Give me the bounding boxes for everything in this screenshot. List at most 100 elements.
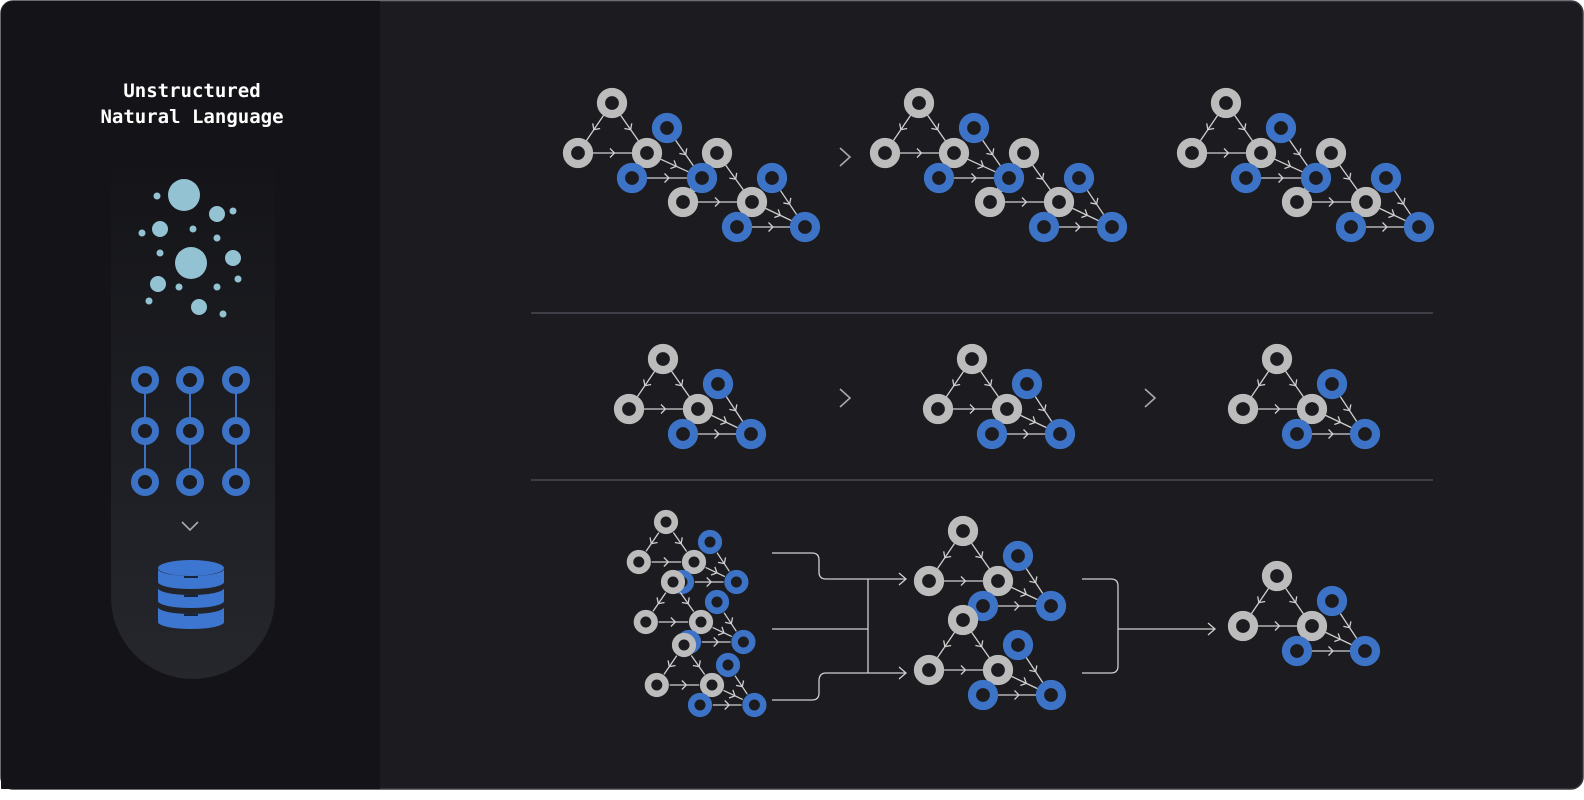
graph-edge bbox=[1025, 568, 1044, 594]
graph-edge bbox=[1339, 396, 1358, 422]
graph-edge bbox=[1032, 164, 1051, 191]
edge-arrowhead bbox=[931, 123, 940, 131]
db-layer bbox=[158, 607, 224, 629]
merged-graph-1 bbox=[913, 515, 1067, 622]
blue-node bbox=[1044, 418, 1076, 450]
graph-edge bbox=[1025, 657, 1044, 683]
edge-arrowhead bbox=[1328, 429, 1334, 439]
edge-arrowhead bbox=[1238, 123, 1247, 131]
title-line-1: Unstructured bbox=[123, 80, 261, 102]
gray-node bbox=[903, 87, 935, 119]
chain-node bbox=[131, 417, 159, 445]
edge-arrowhead bbox=[1334, 416, 1342, 426]
blue-node bbox=[1349, 635, 1381, 667]
row2-graph-3 bbox=[1227, 343, 1381, 450]
edge-arrowhead bbox=[729, 404, 738, 412]
graph-edge bbox=[671, 370, 690, 398]
gray-node bbox=[1227, 610, 1259, 642]
edge-arrowhead bbox=[706, 577, 713, 587]
edge-arrowhead bbox=[975, 640, 984, 648]
scattered-bubbles-icon bbox=[138, 179, 242, 318]
edge-arrowhead bbox=[1274, 621, 1281, 631]
gray-node bbox=[653, 509, 679, 535]
edge-arrowhead bbox=[1343, 621, 1352, 629]
chevron-right-icon bbox=[839, 388, 852, 408]
blue-node bbox=[687, 692, 713, 718]
edge-arrowhead bbox=[720, 416, 728, 426]
graph-edge bbox=[660, 158, 689, 173]
connector-arrowhead bbox=[1207, 622, 1216, 636]
edge-arrowhead bbox=[1014, 690, 1020, 700]
row1-graph-3 bbox=[1176, 87, 1435, 243]
edge-arrowhead bbox=[713, 637, 720, 647]
gray-node bbox=[682, 393, 714, 425]
row2-graph-1 bbox=[613, 343, 767, 450]
edge-arrowhead bbox=[592, 123, 601, 131]
graph-edge bbox=[1274, 158, 1303, 173]
merged-graph-2 bbox=[913, 604, 1067, 711]
edge-arrowhead bbox=[984, 379, 993, 387]
gray-node bbox=[974, 186, 1006, 218]
gray-node bbox=[736, 186, 768, 218]
blue-node bbox=[616, 162, 648, 194]
edge-arrowhead bbox=[943, 640, 952, 648]
bubble bbox=[219, 310, 227, 318]
gray-node bbox=[938, 137, 970, 169]
graph-edge bbox=[927, 114, 946, 142]
edge-arrowhead bbox=[1257, 596, 1266, 604]
edge-arrowhead bbox=[1289, 596, 1298, 604]
bubble bbox=[145, 297, 153, 305]
chevron-right-icon bbox=[1144, 388, 1157, 408]
blue-node bbox=[667, 418, 699, 450]
blue-node bbox=[1002, 629, 1034, 661]
input-graph-1 bbox=[626, 509, 749, 595]
edge-arrowhead bbox=[774, 209, 782, 219]
chevron-down-icon bbox=[181, 521, 199, 532]
edge-arrowhead bbox=[943, 551, 952, 559]
blue-node bbox=[702, 368, 734, 400]
blue-node bbox=[1096, 211, 1128, 243]
graph-edge bbox=[936, 543, 956, 569]
edge-arrowhead bbox=[717, 626, 725, 636]
sidebar-title: Unstructured Natural Language bbox=[40, 78, 344, 130]
blue-node bbox=[724, 569, 749, 595]
bubble bbox=[234, 275, 242, 283]
graph-edge bbox=[725, 164, 744, 191]
edge-arrowhead bbox=[1293, 148, 1302, 156]
edge-arrowhead bbox=[643, 379, 652, 387]
gray-node bbox=[922, 393, 954, 425]
blue-node bbox=[1335, 211, 1367, 243]
gray-node bbox=[1227, 393, 1259, 425]
edge-arrowhead bbox=[768, 222, 774, 232]
edge-arrowhead bbox=[1382, 222, 1388, 232]
gray-node bbox=[1296, 610, 1328, 642]
edge-arrowhead bbox=[1029, 576, 1038, 584]
gray-node bbox=[671, 632, 697, 658]
blue-node bbox=[923, 162, 955, 194]
graph-edge bbox=[705, 566, 726, 578]
row2-graph-2 bbox=[922, 343, 1076, 450]
gray-node bbox=[913, 565, 945, 597]
gray-node bbox=[869, 137, 901, 169]
blue-node bbox=[1349, 418, 1381, 450]
gray-node bbox=[913, 654, 945, 686]
gray-node bbox=[1176, 137, 1208, 169]
output-graph bbox=[1227, 560, 1381, 667]
graph-edge bbox=[734, 675, 748, 695]
graph-edge bbox=[1020, 414, 1047, 429]
graph-edge bbox=[1339, 613, 1358, 639]
bubble bbox=[213, 283, 221, 291]
blue-node bbox=[1230, 162, 1262, 194]
gray-node bbox=[947, 515, 979, 547]
edge-arrowhead bbox=[664, 173, 670, 183]
blue-node bbox=[789, 211, 821, 243]
blue-node bbox=[731, 629, 756, 655]
graph-edge bbox=[716, 552, 730, 572]
edge-arrowhead bbox=[624, 123, 633, 131]
connector-line bbox=[1082, 578, 1119, 674]
graph-edge bbox=[672, 532, 688, 552]
graph-edge bbox=[675, 139, 694, 167]
edge-arrowhead bbox=[728, 689, 736, 699]
gray-node bbox=[1296, 393, 1328, 425]
